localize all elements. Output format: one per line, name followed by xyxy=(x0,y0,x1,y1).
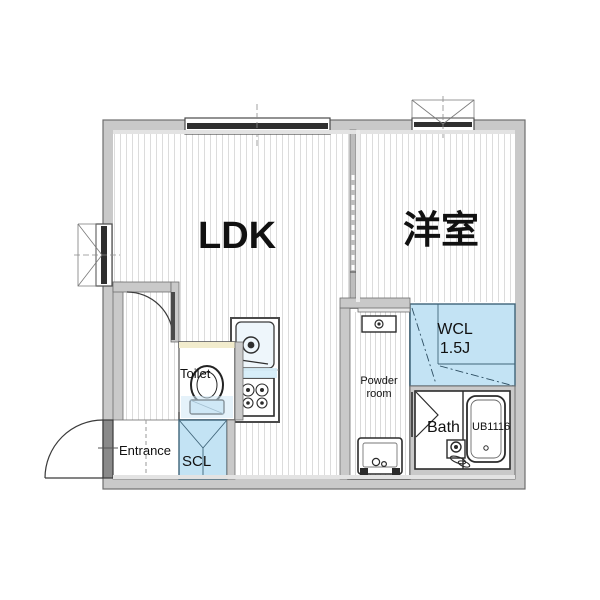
wall-trims xyxy=(113,130,515,479)
label-powder-room: room xyxy=(366,388,391,400)
washing-machine-icon xyxy=(357,437,403,475)
label-bath: Bath xyxy=(427,419,460,436)
room-labels: LDK 洋室 WCL 1.5J Bath UB1116 Powder room … xyxy=(119,209,510,470)
entrance-door[interactable] xyxy=(44,419,118,479)
shower-fixture-icon xyxy=(446,439,471,468)
scl-closet[interactable] xyxy=(178,419,228,480)
bathtub-icon xyxy=(466,395,506,463)
label-scl: SCL xyxy=(182,453,211,470)
label-entrance: Entrance xyxy=(119,443,171,458)
label-powder: Powder xyxy=(360,375,398,387)
hinged-door-ldk-hall[interactable] xyxy=(126,291,175,340)
room-floor xyxy=(356,130,515,302)
label-wcl: WCL xyxy=(437,321,473,338)
window-ldk-left[interactable] xyxy=(74,223,120,287)
sliding-door-ldk-room[interactable] xyxy=(349,129,357,303)
toilet-room xyxy=(178,341,236,421)
label-ub: UB1116 xyxy=(472,421,510,433)
bath-door[interactable] xyxy=(411,391,439,438)
bath-room xyxy=(409,385,516,480)
label-ldk: LDK xyxy=(198,215,277,257)
label-room: 洋室 xyxy=(403,209,479,252)
label-wcl-area: 1.5J xyxy=(440,340,470,357)
label-toilet: Toilet xyxy=(180,366,211,381)
vanity-sink-icon xyxy=(361,315,397,333)
